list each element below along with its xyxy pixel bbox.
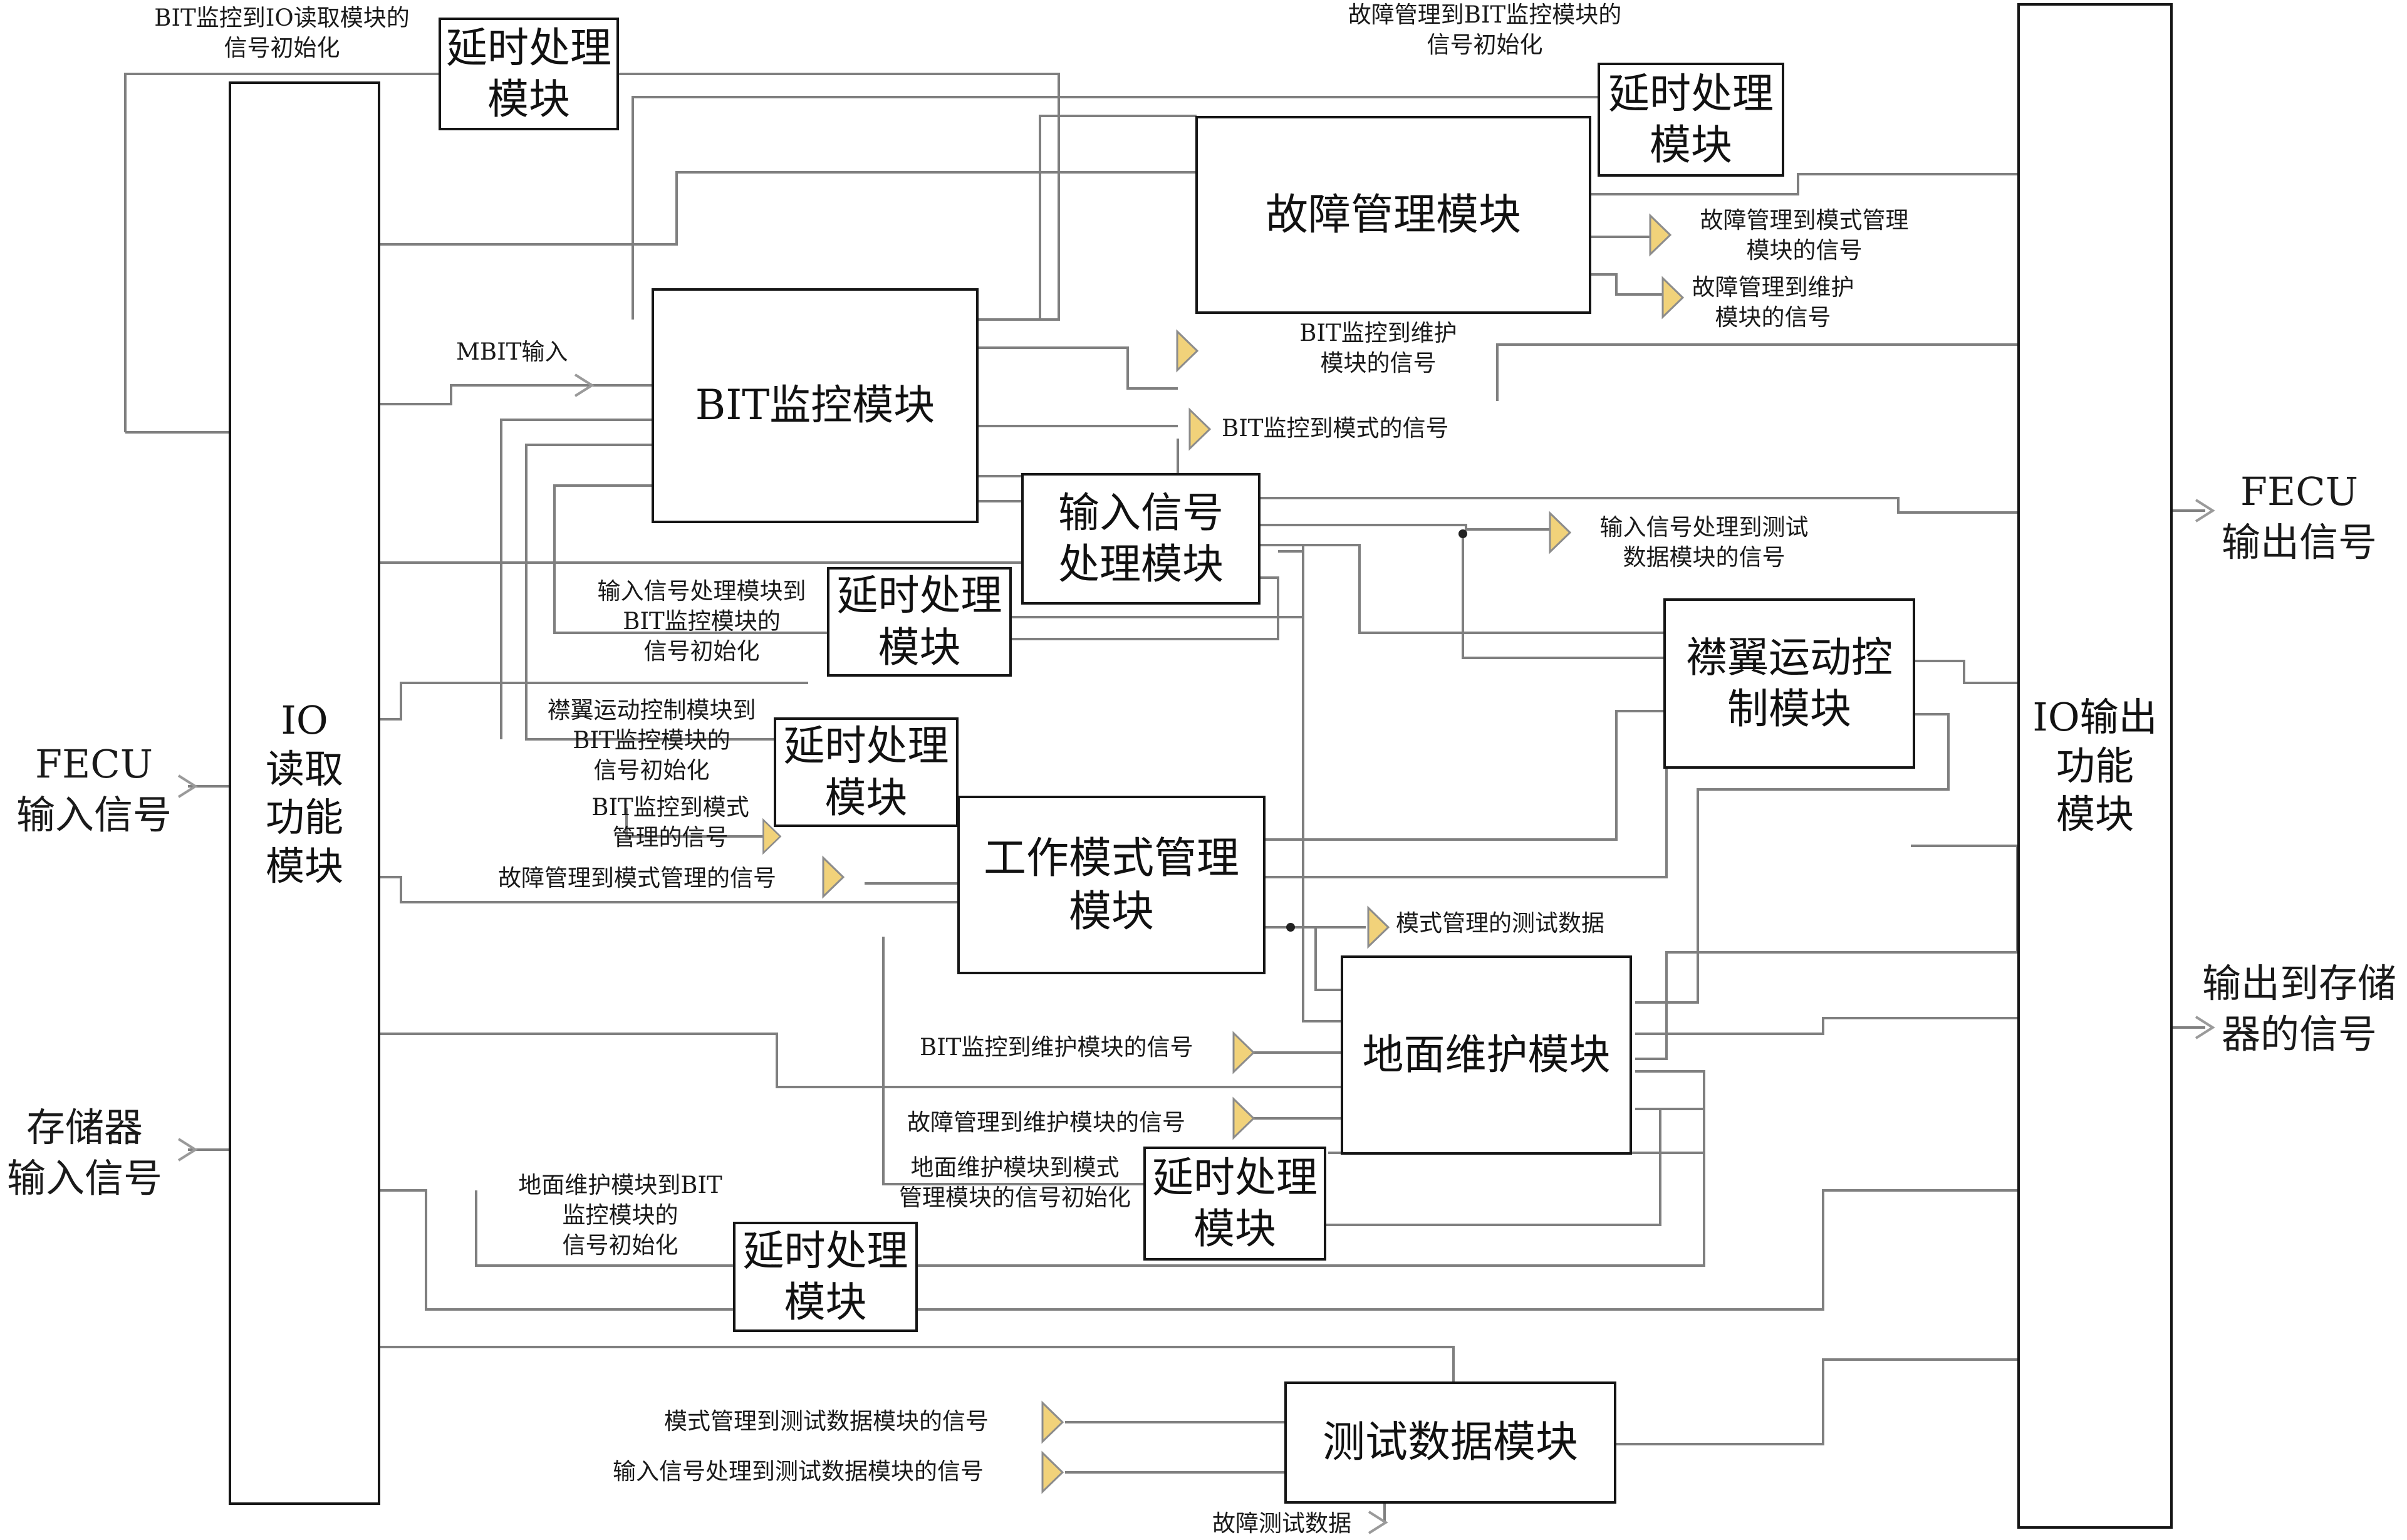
label-bit-to-maint: BIT监控到维护 模块的信号 <box>1299 320 1457 377</box>
label-ground-to-mode-init: 地面维护模块到模式 管理模块的信号初始化 <box>899 1154 1131 1212</box>
triangle-marker-icon <box>1176 329 1199 373</box>
label-bit-to-mode-mgmt: BIT监控到模式 管理的信号 <box>591 794 749 851</box>
io-read-module: IO 读取 功能 模块 <box>229 81 380 1505</box>
ground-maintenance-module: 地面维护模块 <box>1341 955 1632 1155</box>
label-fecu-output: FECU 输出信号 <box>2221 469 2377 565</box>
input-signal-processing-module: 输入信号 处理模块 <box>1021 473 1261 605</box>
triangle-marker-icon <box>1661 276 1685 320</box>
label-fault-test-data: 故障测试数据 <box>1212 1510 1351 1537</box>
triangle-marker-icon <box>1232 1096 1255 1140</box>
triangle-marker-icon <box>762 818 782 855</box>
label-mode-test-data: 模式管理的测试数据 <box>1396 910 1604 937</box>
triangle-marker-icon <box>822 855 845 899</box>
label-input-to-test-module: 输入信号处理到测试数据模块的信号 <box>613 1458 984 1485</box>
label-flap-to-bit-init: 襟翼运动控制模块到 BIT监控模块的 信号初始化 <box>547 697 756 784</box>
label-fault-to-maint-module: 故障管理到维护模块的信号 <box>907 1109 1185 1136</box>
triangle-marker-icon <box>1041 1400 1064 1444</box>
label-memory-output: 输出到存储 器的信号 <box>2202 960 2396 1057</box>
triangle-marker-icon <box>1232 1031 1255 1074</box>
label-input-to-bit-init: 输入信号处理模块到 BIT监控模块的 信号初始化 <box>597 578 806 665</box>
label-bit-to-io-init: BIT监控到IO读取模块的 信号初始化 <box>154 4 410 62</box>
test-data-module: 测试数据模块 <box>1284 1381 1616 1504</box>
label-fault-to-maint: 故障管理到维护 模块的信号 <box>1692 274 1854 331</box>
fault-management-module: 故障管理模块 <box>1195 116 1591 314</box>
bit-monitor-module: BIT监控模块 <box>652 288 979 523</box>
triangle-marker-icon <box>1549 511 1572 554</box>
label-input-to-test: 输入信号处理到测试 数据模块的信号 <box>1599 514 1809 571</box>
delay-module-bottom: 延时处理 模块 <box>733 1222 918 1332</box>
triangle-marker-icon <box>1649 213 1672 257</box>
label-mode-to-test: 模式管理到测试数据模块的信号 <box>664 1408 989 1435</box>
delay-module-input: 延时处理 模块 <box>827 567 1012 677</box>
delay-module-top-left: 延时处理 模块 <box>439 18 619 130</box>
label-ground-to-bit-init: 地面维护模块到BIT 监控模块的 信号初始化 <box>518 1172 722 1259</box>
io-output-module: IO输出 功能 模块 <box>2017 3 2173 1529</box>
flap-motion-control-module: 襟翼运动控 制模块 <box>1663 598 1915 769</box>
label-bit-to-maint-module: BIT监控到维护模块的信号 <box>920 1034 1193 1061</box>
label-fault-to-mode: 故障管理到模式管理 模块的信号 <box>1700 207 1909 264</box>
label-fault-to-mode-mgmt: 故障管理到模式管理的信号 <box>498 865 776 892</box>
label-fecu-input: FECU 输入信号 <box>16 741 172 838</box>
delay-module-flap: 延时处理 模块 <box>774 717 959 827</box>
work-mode-management-module: 工作模式管理 模块 <box>957 796 1266 974</box>
triangle-marker-icon <box>1188 407 1212 451</box>
triangle-marker-icon <box>1041 1450 1064 1494</box>
triangle-marker-icon <box>1367 905 1390 949</box>
label-memory-input: 存储器 输入信号 <box>6 1105 162 1201</box>
delay-module-ground: 延时处理 模块 <box>1143 1147 1326 1261</box>
label-mbit-input: MBIT输入 <box>456 338 568 365</box>
label-bit-to-mode: BIT监控到模式的信号 <box>1222 415 1449 442</box>
delay-module-top-right: 延时处理 模块 <box>1598 63 1784 177</box>
label-fault-to-bit-init: 故障管理到BIT监控模块的 信号初始化 <box>1348 1 1622 59</box>
